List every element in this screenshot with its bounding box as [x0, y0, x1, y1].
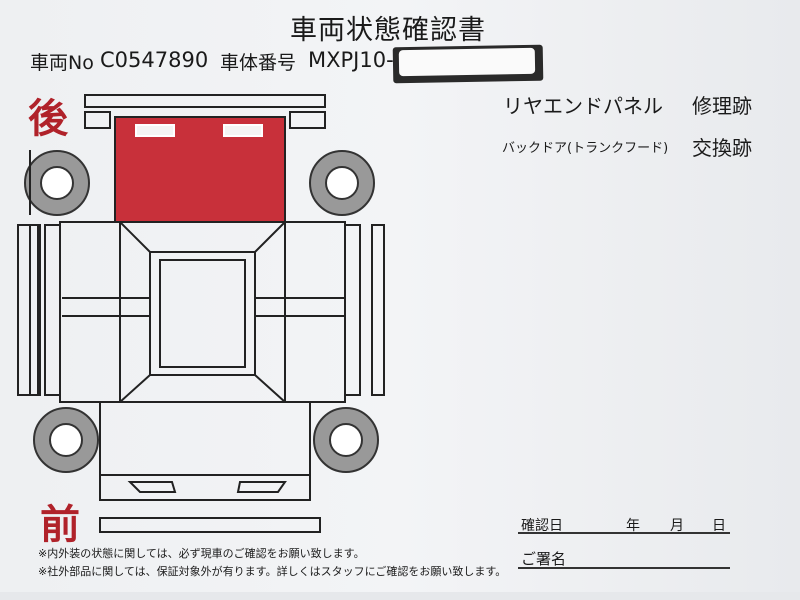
chassis-no: MXPJ10-: [308, 48, 394, 72]
signature-label: ご署名: [521, 550, 567, 568]
finding-part: バックドア(トランクフード): [502, 141, 669, 156]
rear-corner-outline: [84, 111, 326, 129]
tail-lamp-right: [223, 124, 263, 137]
note: ※社外部品に関しては、保証対象外が有ります。詳しくはスタッフにご確認をお願い致し…: [38, 565, 507, 578]
vehicle-no-label: 車両No: [30, 52, 94, 74]
chassis-label: 車体番号: [220, 52, 297, 74]
month-label: 月: [670, 518, 684, 534]
note: ※内外装の状態に関しては、必ず現車のご確認をお願い致します。: [38, 547, 365, 560]
date-line: [518, 532, 730, 534]
finding-status: 交換跡: [692, 136, 752, 160]
signature-line: [518, 567, 730, 569]
day-label: 日: [712, 518, 726, 534]
year-label: 年: [626, 518, 640, 534]
vehicle-no: C0547890: [100, 48, 209, 72]
tail-lamp-left: [135, 124, 175, 137]
document-title: 車両状態確認書: [290, 15, 486, 46]
confirm-date-label: 確認日: [521, 518, 563, 534]
finding-status: 修理跡: [692, 94, 752, 118]
rear-bumper-outline: [84, 94, 326, 108]
finding-part: リヤエンドパネル: [503, 94, 663, 118]
rear-label: 後: [28, 96, 68, 142]
body-outline: [17, 150, 385, 533]
front-label: 前: [40, 502, 80, 548]
